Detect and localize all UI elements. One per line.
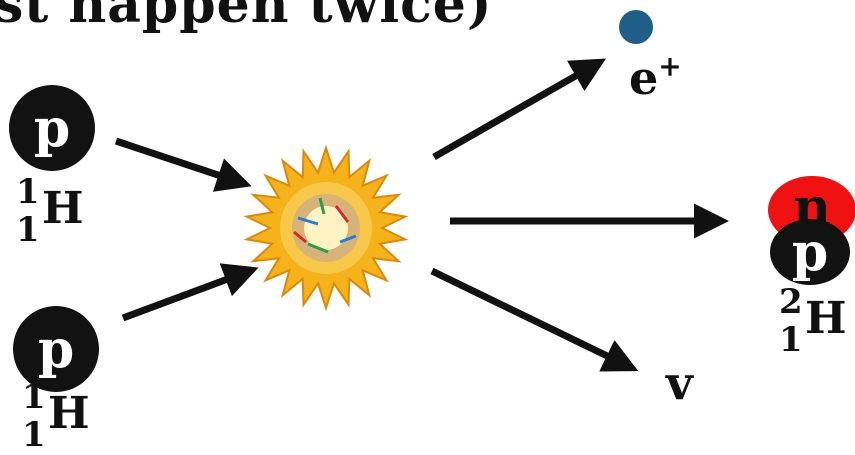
positron-label: e+ <box>629 53 682 101</box>
proton-1-label: p <box>34 98 70 159</box>
starburst-icon <box>247 148 405 308</box>
deuterium-symbol: H <box>805 297 847 341</box>
hydrogen-1-atomic: 1 <box>16 213 40 247</box>
hydrogen-1-symbol: H <box>42 187 84 231</box>
proton-1: p <box>9 85 95 171</box>
positron-charge: + <box>658 50 681 83</box>
hydrogen-2-notation: 1 1 H <box>22 380 102 450</box>
deuterium-notation: 2 1 H <box>779 285 855 365</box>
hydrogen-2-mass: 1 <box>22 380 46 414</box>
positron-symbol: e <box>629 51 658 105</box>
positron-particle <box>619 10 653 44</box>
hydrogen-1-notation: 1 1 H <box>16 175 96 255</box>
hydrogen-2-atomic: 1 <box>22 418 46 452</box>
arrow-reactant-1 <box>116 141 245 184</box>
deuterium-atomic: 1 <box>779 323 803 357</box>
arrow-reactant-2 <box>123 270 252 318</box>
hydrogen-2-symbol: H <box>48 392 90 436</box>
arrow-to-positron <box>434 62 600 157</box>
deuterium-mass: 2 <box>779 285 803 319</box>
neutrino-label: v <box>666 360 693 406</box>
deuterium-proton: p <box>770 219 850 285</box>
proton-2-label: p <box>38 319 74 380</box>
deuterium-proton-label: p <box>792 222 828 283</box>
hydrogen-1-mass: 1 <box>16 175 40 209</box>
arrow-to-neutrino <box>432 271 632 368</box>
